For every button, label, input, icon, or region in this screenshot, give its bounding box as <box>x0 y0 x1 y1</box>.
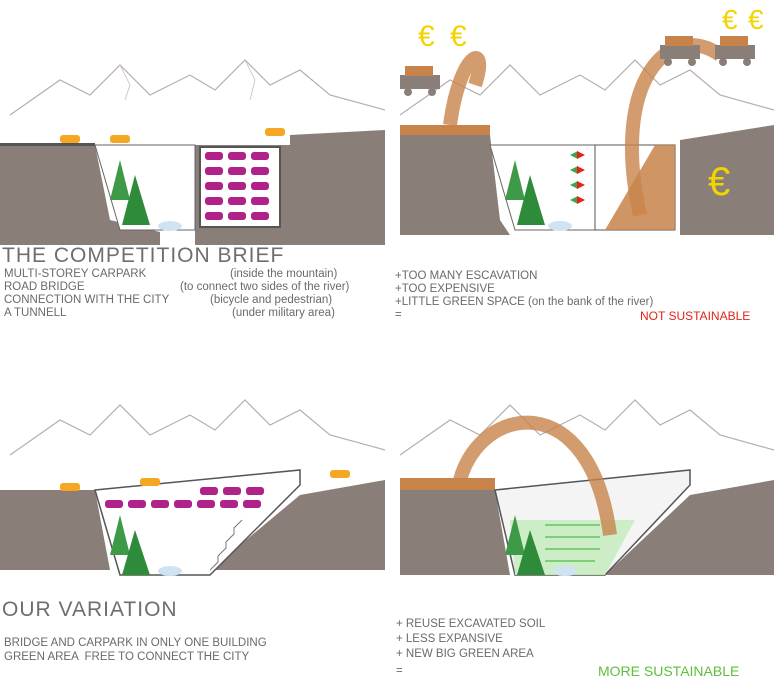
variation-item: GREEN AREA FREE TO CONNECT THE CITY <box>4 651 250 663</box>
truck-icon <box>660 36 755 66</box>
panel-competition-brief: THE COMPETITION BRIEF MULTI-STOREY CARPA… <box>0 0 385 330</box>
mountain-outline <box>399 59 774 116</box>
soil-transport-arrow <box>624 38 725 217</box>
tree-icon <box>110 160 150 225</box>
mountain-outline <box>399 399 774 456</box>
soil-layer-left <box>400 125 490 135</box>
panel-our-variation: OUR VARIATION BRIDGE AND CARPARK IN ONLY… <box>0 345 385 680</box>
euro-icon: € <box>450 20 467 53</box>
ground-left <box>0 145 160 245</box>
brief-item-left: CONNECTION WITH THE CITY <box>4 294 170 306</box>
river-water <box>158 221 182 231</box>
green-arrows <box>545 524 600 562</box>
euro-icon: € <box>722 4 738 35</box>
soil-transport-arrow <box>443 51 486 126</box>
critique-verdict: NOT SUSTAINABLE <box>640 309 751 323</box>
panel-critique: € € € € € +TOO MANY ESCAVATION +TOO EXPE… <box>390 0 774 330</box>
ground-left <box>400 490 510 575</box>
road-cars <box>60 128 285 143</box>
benefit-equals: = <box>396 665 403 677</box>
mountain-outline <box>9 59 385 116</box>
green-arrows <box>570 151 578 204</box>
benefit-verdict: MORE SUSTAINABLE <box>598 663 740 679</box>
ground-left <box>0 490 110 570</box>
ground-right <box>605 480 774 575</box>
benefit-item: + REUSE EXCAVATED SOIL <box>396 618 546 630</box>
euro-icon: € <box>708 160 731 204</box>
brief-item-right: (inside the mountain) <box>230 268 338 280</box>
benefits-section-diagram <box>399 399 774 576</box>
ground-left <box>400 135 510 235</box>
critique-item: +LITTLE GREEN SPACE (on the bank of the … <box>395 296 654 308</box>
ground-right <box>680 125 774 235</box>
variation-section-diagram <box>0 399 385 576</box>
brief-item-right: (to connect two sides of the river) <box>180 281 350 293</box>
brief-section-diagram <box>0 59 385 245</box>
parked-cars <box>105 487 264 508</box>
tree-icon <box>110 515 150 575</box>
variation-title: OUR VARIATION <box>2 598 178 621</box>
river-water <box>158 566 182 576</box>
tree-icon <box>505 160 545 225</box>
panel-benefits: + REUSE EXCAVATED SOIL + LESS EXPANSIVE … <box>390 345 774 680</box>
soil-layer-left <box>400 478 495 490</box>
river-water <box>553 566 577 576</box>
tree-icon <box>505 515 545 575</box>
brief-item-left: ROAD BRIDGE <box>4 281 85 293</box>
critique-item: +TOO MANY ESCAVATION <box>395 270 538 282</box>
brief-item-left: MULTI-STOREY CARPARK <box>4 268 147 280</box>
benefit-item: + NEW BIG GREEN AREA <box>396 648 534 660</box>
benefit-item: + LESS EXPANSIVE <box>396 633 503 645</box>
river-water <box>548 221 572 231</box>
brief-item-right: (bicycle and pedestrian) <box>210 294 333 306</box>
stairs <box>209 519 243 571</box>
mountain-outline <box>9 399 385 456</box>
soil-transport-arrow <box>453 415 617 536</box>
combined-building <box>94 469 301 576</box>
euro-icon: € <box>748 4 764 35</box>
critique-equals: = <box>395 309 402 321</box>
parked-cars <box>205 152 269 220</box>
red-arrows <box>577 151 585 204</box>
truck-icon <box>400 66 440 96</box>
critique-item: +TOO EXPENSIVE <box>395 283 495 295</box>
ground-right <box>210 480 385 570</box>
brief-item-left: A TUNNELL <box>4 307 67 319</box>
critique-section-diagram <box>399 36 774 235</box>
road-cars <box>60 470 350 491</box>
brief-title: THE COMPETITION BRIEF <box>2 244 285 267</box>
brief-item-right: (under military area) <box>232 307 335 319</box>
euro-icon: € <box>418 20 435 53</box>
variation-item: BRIDGE AND CARPARK IN ONLY ONE BUILDING <box>4 637 267 649</box>
